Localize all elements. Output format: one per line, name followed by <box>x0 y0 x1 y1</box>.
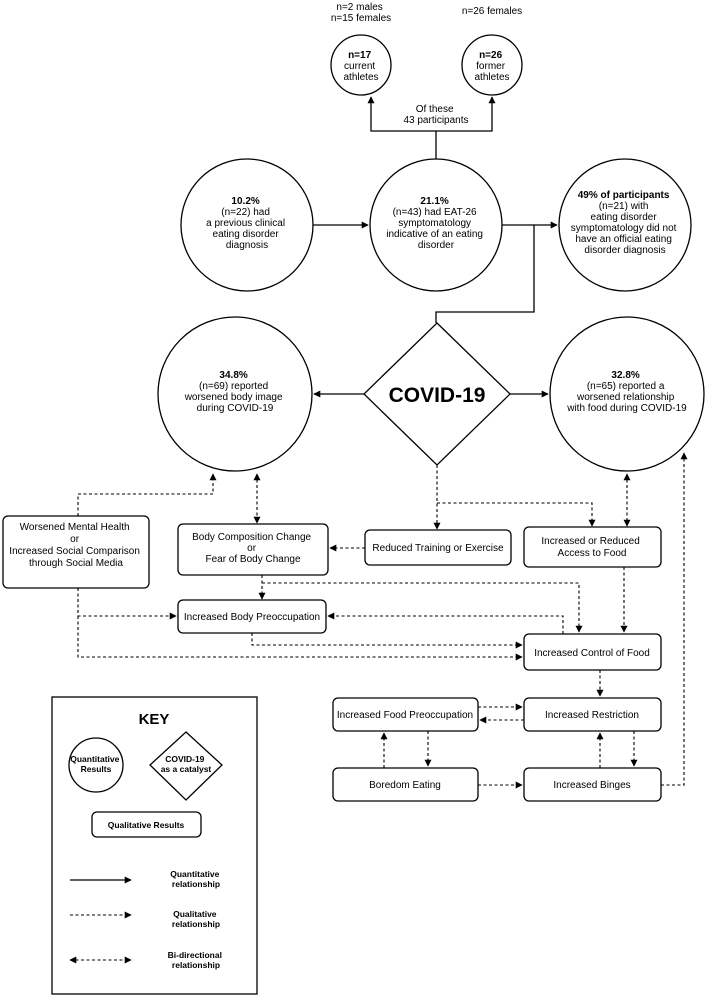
no-diagnosis-text: 49% of participants (n=21) with eating d… <box>571 190 679 256</box>
no-diagnosis-circle <box>558 158 692 292</box>
eat26-text: 21.1% (n=43) had EAT-26 symptomatology i… <box>386 196 486 251</box>
control-food-box <box>523 633 662 671</box>
binges-to-food-relationship-arrow <box>661 452 688 786</box>
covid-to-access-arrow <box>437 502 596 527</box>
food-preoccupation-text: Increased Food Preoccupation <box>337 710 473 721</box>
bodycomp-to-control-arrow <box>262 582 583 633</box>
access-food-text: Increased or Reduced Access to Food <box>541 536 642 559</box>
current-group-label: n=2 males n=15 females <box>331 2 391 24</box>
key-quantitative-circle <box>68 737 124 793</box>
key-qualitative-box <box>91 811 202 838</box>
split-to-former-arrow <box>436 96 496 132</box>
reduced-training-text: Reduced Training or Exercise <box>372 543 504 554</box>
key-panel <box>51 696 258 995</box>
body-image-text: 34.8% (n=69) reported worsened body imag… <box>184 370 286 414</box>
body-image-circle <box>157 316 313 472</box>
split-to-current-arrow <box>367 96 437 159</box>
key-qualitative-results-text: Qualitative Results <box>108 820 185 830</box>
former-group-label: n=26 females <box>462 6 522 17</box>
clinical-diagnosis-text: 10.2% (n=22) had a previous clinical eat… <box>206 196 288 251</box>
boredom-eating-text: Boredom Eating <box>369 780 441 791</box>
mental-health-box <box>2 515 150 589</box>
restriction-text: Increased Restriction <box>545 710 639 721</box>
key-quantitative-results-text: Quantitative Results <box>70 754 122 774</box>
eat26-to-covid-connector <box>435 225 535 323</box>
body-composition-text: Body Composition Change or Fear of Body … <box>192 532 314 565</box>
key-quantitative-relationship-text: Quantitative relationship <box>170 869 222 889</box>
key-qualitative-relationship-text: Qualitative relationship <box>172 909 220 929</box>
access-food-box <box>523 526 662 568</box>
former-athletes-text: n=26 former athletes <box>474 50 509 83</box>
covid-label: COVID-19 <box>389 384 486 407</box>
body-preoccupation-text: Increased Body Preoccupation <box>184 612 320 623</box>
key-title: KEY <box>139 711 170 728</box>
food-preoccupation-box <box>332 697 479 732</box>
food-relationship-circle <box>549 316 705 472</box>
key-bidirectional-relationship-text: Bi-directional relationship <box>168 950 225 970</box>
preoccupation-to-control-arrow <box>251 633 523 649</box>
former-athletes-circle <box>461 34 523 96</box>
key-catalyst-text: COVID-19 as a catalyst <box>161 754 212 774</box>
key-catalyst-diamond <box>149 731 223 801</box>
current-athletes-text: n=17 current athletes <box>343 50 378 83</box>
control-food-text: Increased Control of Food <box>534 648 650 659</box>
mental-health-text: Worsened Mental Health or Increased Soci… <box>9 522 142 569</box>
mental-to-body-image-arrow <box>77 473 217 516</box>
control-to-preoccupation-arrow <box>327 612 564 634</box>
current-athletes-circle <box>330 34 392 96</box>
food-relationship-text: 32.8% (n=65) reported a worsened relatio… <box>566 370 687 414</box>
binges-text: Increased Binges <box>553 780 630 791</box>
mental-to-preoccupation-arrow <box>77 588 177 620</box>
of-these-label: Of these 43 participants <box>403 104 468 126</box>
mental-to-control-arrow <box>77 616 523 661</box>
body-composition-box <box>177 523 329 576</box>
restriction-box <box>523 697 662 732</box>
